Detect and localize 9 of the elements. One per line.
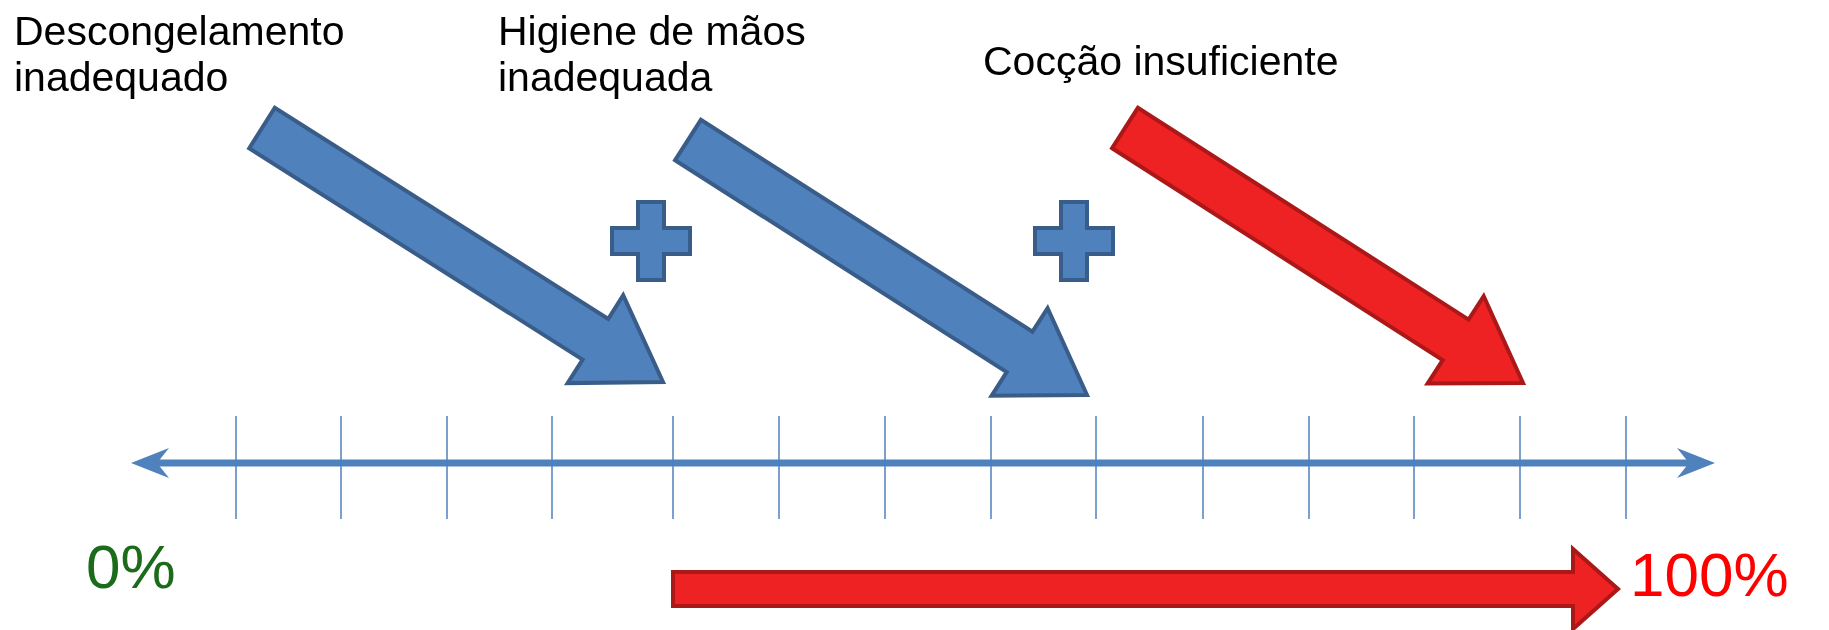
block-arrow (671, 544, 1621, 630)
cause-label: Cocção insuficiente (983, 38, 1339, 84)
block-arrow (246, 104, 667, 386)
cause-label: Higiene de mãos inadequada (498, 8, 898, 100)
block-arrow (1109, 105, 1527, 386)
percent-label: 0% (86, 532, 176, 601)
cause-label: Descongelamento inadequado (14, 8, 414, 100)
block-arrow (672, 117, 1091, 398)
percent-label: 100% (1630, 540, 1789, 609)
